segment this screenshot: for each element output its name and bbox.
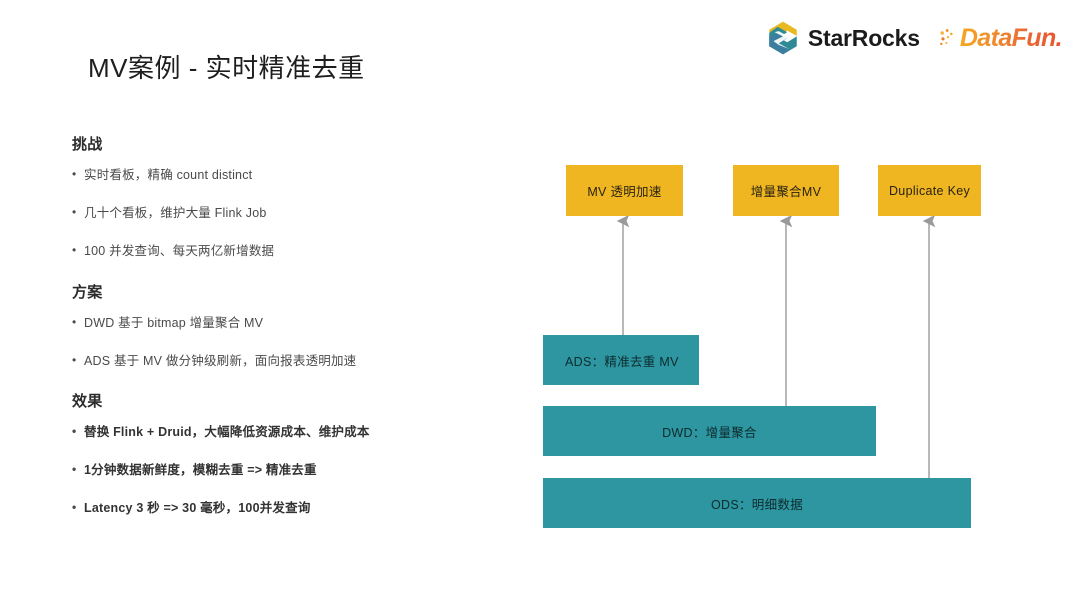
list-item: Latency 3 秒 => 30 毫秒，100并发查询 [72, 499, 492, 517]
node-label: 增量聚合MV [750, 185, 822, 199]
node-duplicate-key[interactable]: Duplicate Key [878, 165, 981, 216]
datafun-logo: DataFun. [938, 23, 1063, 53]
section-heading: 方案 [72, 283, 103, 301]
starrocks-wordmark: StarRocks [807, 24, 920, 51]
list-item: 1分钟数据新鲜度，模糊去重 => 精准去重 [72, 461, 492, 479]
content-column: 挑战 实时看板，精确 count distinct 几十个看板，维护大量 Fli… [72, 133, 492, 538]
logo-bar: StarRocks DataFun. [766, 20, 1063, 56]
node-incremental-agg-mv[interactable]: 增量聚合MV [733, 165, 839, 216]
section-results: 效果 替换 Flink + Druid，大幅降低资源成本、维护成本 1分钟数据新… [72, 390, 492, 517]
node-label: ADS：精准去重 MV [565, 354, 679, 369]
list-item: 实时看板，精确 count distinct [72, 166, 492, 184]
section-heading: 挑战 [72, 136, 103, 153]
list-item: 替换 Flink + Druid，大幅降低资源成本、维护成本 [72, 423, 492, 441]
datafun-dots-icon [939, 29, 953, 46]
section-challenge: 挑战 实时看板，精确 count distinct 几十个看板，维护大量 Fli… [72, 133, 492, 260]
node-label: Duplicate Key [888, 183, 971, 198]
section-solution: 方案 DWD 基于 bitmap 增量聚合 MV ADS 基于 MV 做分钟级刷… [72, 281, 492, 370]
list-item: DWD 基于 bitmap 增量聚合 MV [72, 314, 492, 332]
section-heading: 效果 [72, 393, 103, 411]
node-label: MV 透明加速 [587, 185, 662, 199]
node-label: DWD：增量聚合 [662, 425, 757, 440]
node-ads-layer[interactable]: ADS：精准去重 MV [543, 335, 699, 385]
starrocks-logo: StarRocks [766, 20, 920, 56]
node-label: ODS：明细数据 [711, 497, 803, 512]
page-title: MV案例 - 实时精准去重 [88, 53, 365, 83]
node-mv-transparent-accel[interactable]: MV 透明加速 [566, 165, 683, 216]
starrocks-hexagon-icon [768, 21, 798, 55]
node-ods-layer[interactable]: ODS：明细数据 [543, 478, 971, 528]
node-dwd-layer[interactable]: DWD：增量聚合 [543, 406, 876, 456]
list-item: ADS 基于 MV 做分钟级刷新，面向报表透明加速 [72, 352, 492, 370]
datafun-wordmark: DataFun. [959, 23, 1063, 52]
list-item: 100 并发查询、每天两亿新增数据 [72, 242, 492, 260]
list-item: 几十个看板，维护大量 Flink Job [72, 204, 492, 222]
